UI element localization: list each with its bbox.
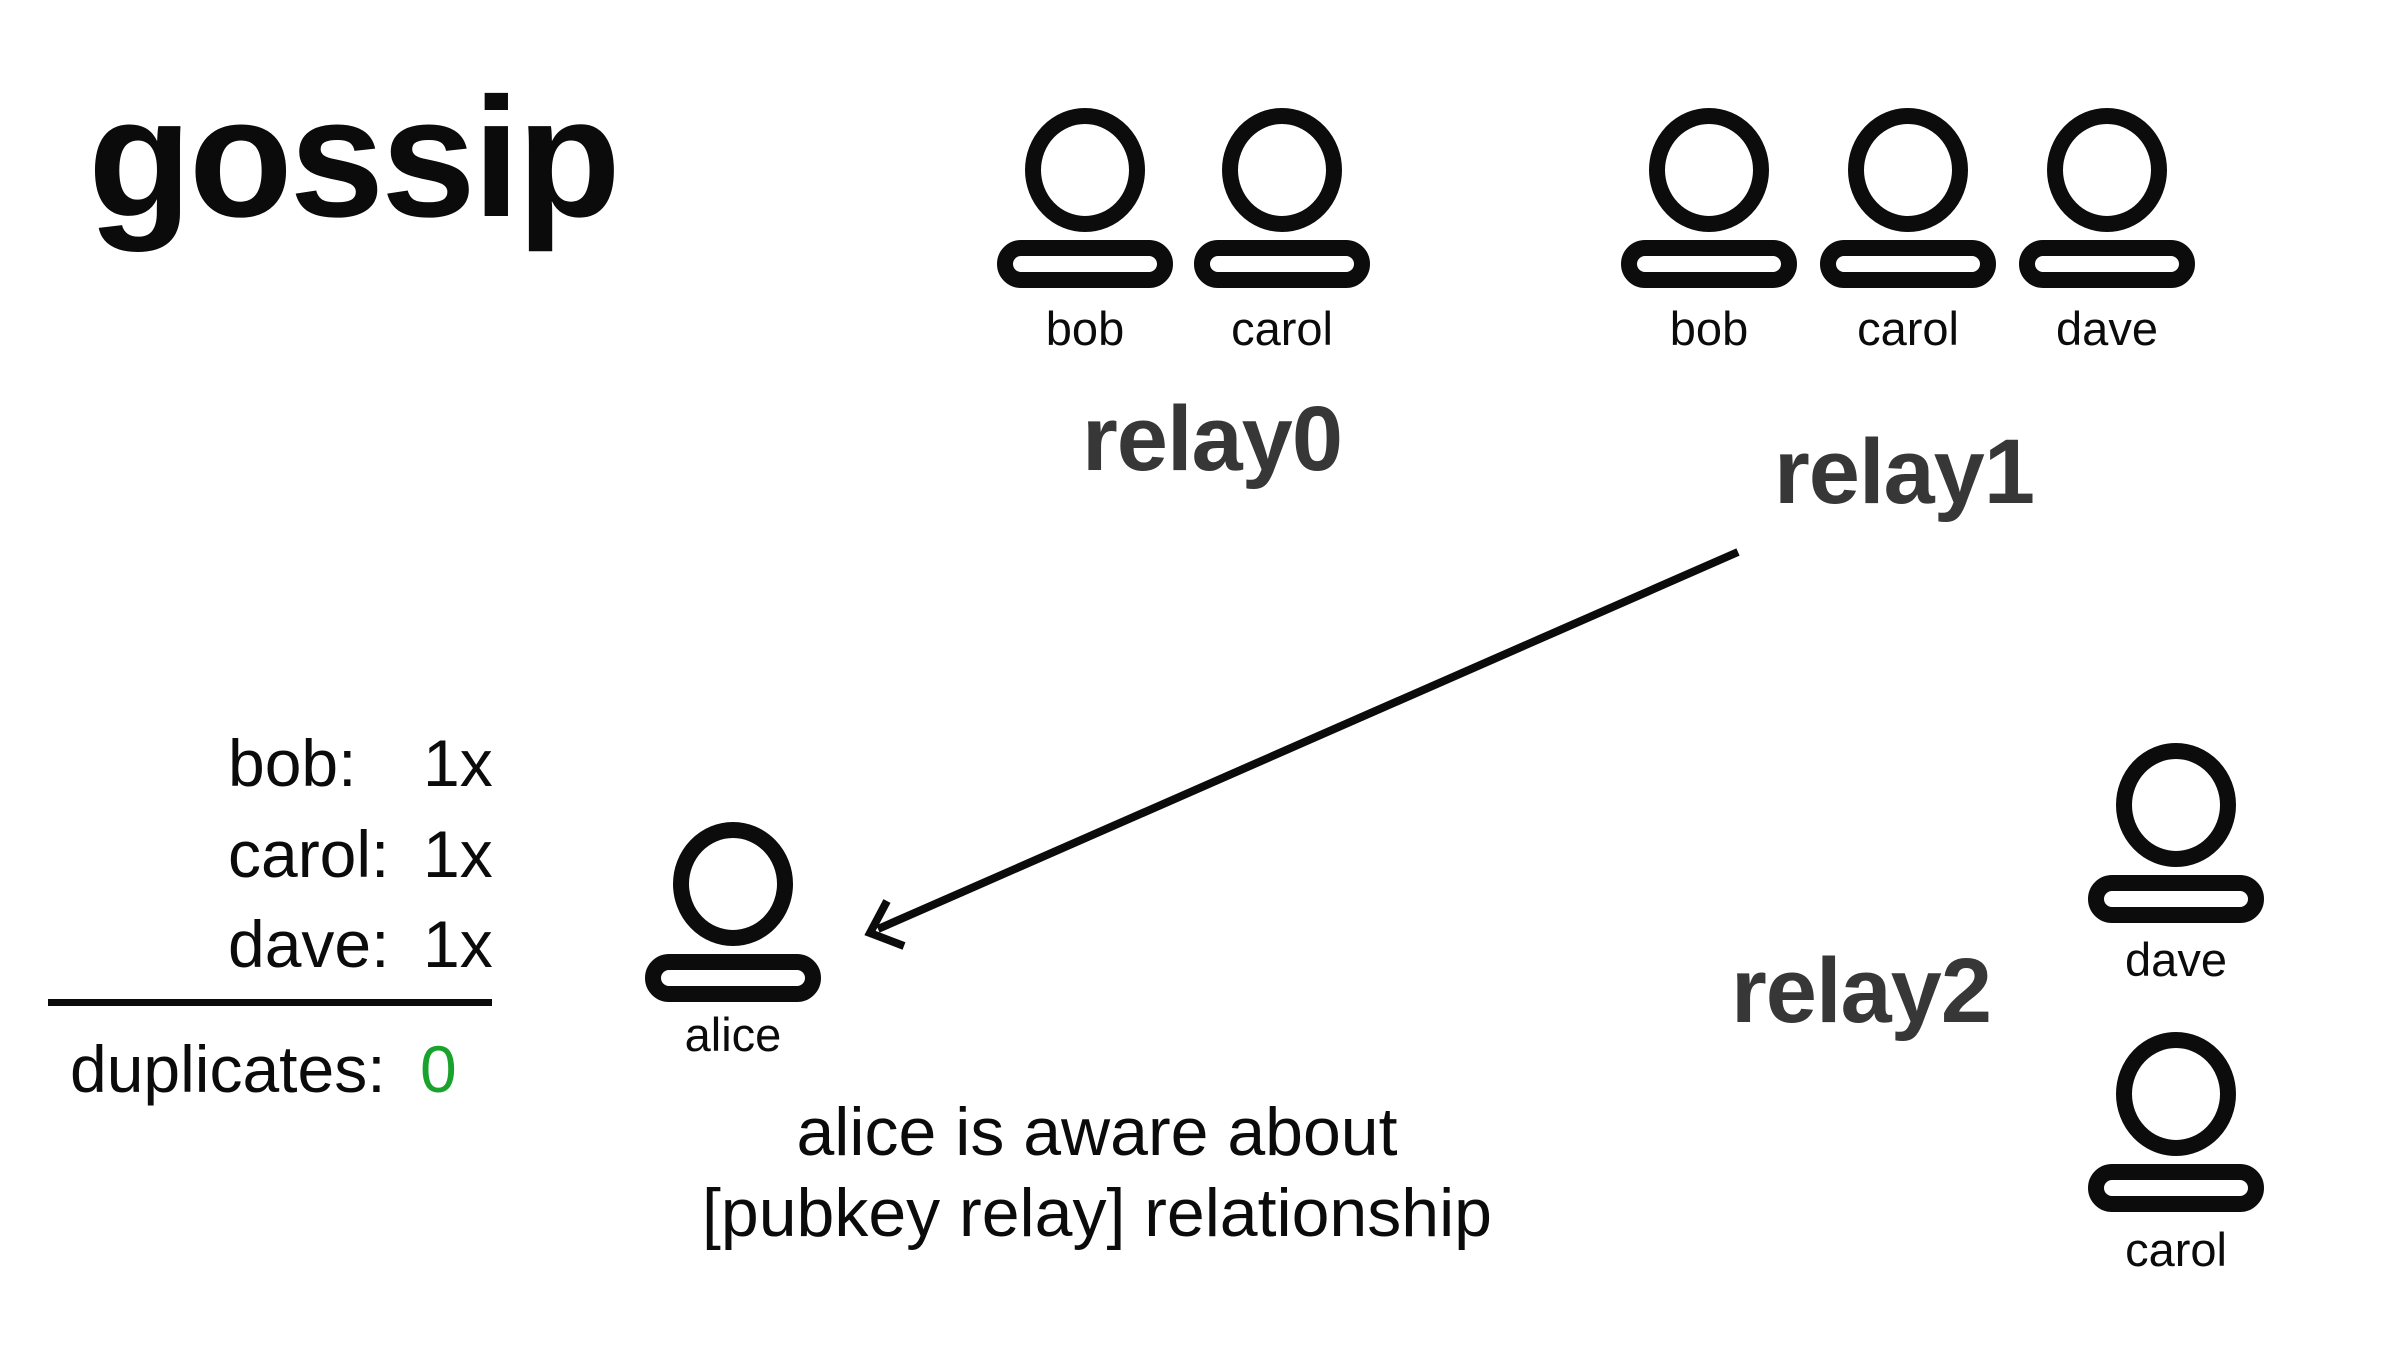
person-bob-relay0 <box>997 106 1173 290</box>
person-icon <box>997 108 1173 288</box>
person-carol-relay1 <box>1820 106 1996 290</box>
person-icon <box>2088 1032 2264 1212</box>
person-label-dave: dave <box>2056 302 2158 355</box>
duplicates-label: duplicates: <box>70 1032 386 1106</box>
person-carol-relay2 <box>2088 1030 2264 1214</box>
caption-line1: alice is aware about <box>796 1094 1398 1170</box>
stat-name-bob: bob: <box>228 726 357 800</box>
page-title: gossip <box>88 63 621 253</box>
person-icon <box>1621 108 1797 288</box>
stat-count-bob: 1x <box>423 726 493 800</box>
relay1-title: relay1 <box>1773 421 2035 523</box>
relay0-title: relay0 <box>1081 388 1343 490</box>
person-bob-relay1 <box>1621 106 1797 290</box>
person-icon <box>1194 108 1370 288</box>
stat-count-dave: 1x <box>423 907 493 981</box>
person-label-bob: bob <box>1045 302 1125 355</box>
relay2-title: relay2 <box>1730 940 1992 1042</box>
person-label-carol: carol <box>1857 302 1959 355</box>
person-icon <box>2019 108 2195 288</box>
stat-name-carol: carol: <box>228 817 390 891</box>
caption-line2: [pubkey relay] relationship <box>701 1175 1493 1251</box>
person-label-bob: bob <box>1669 302 1749 355</box>
person-dave-relay2 <box>2088 741 2264 925</box>
person-label-dave: dave <box>2125 933 2227 986</box>
person-label-carol: carol <box>1231 302 1333 355</box>
stats-divider <box>48 999 492 1006</box>
stat-count-carol: 1x <box>423 817 493 891</box>
person-icon <box>645 822 821 1002</box>
person-alice <box>645 820 821 1004</box>
person-label-carol: carol <box>2125 1223 2227 1276</box>
person-dave-relay1 <box>2019 106 2195 290</box>
person-carol-relay0 <box>1194 106 1370 290</box>
caption: alice is aware about [pubkey relay] rela… <box>702 1092 1492 1254</box>
duplicates-value: 0 <box>420 1032 457 1106</box>
person-icon <box>2088 743 2264 923</box>
person-icon <box>1820 108 1996 288</box>
stat-name-dave: dave: <box>228 907 390 981</box>
person-label-alice: alice <box>684 1008 782 1061</box>
